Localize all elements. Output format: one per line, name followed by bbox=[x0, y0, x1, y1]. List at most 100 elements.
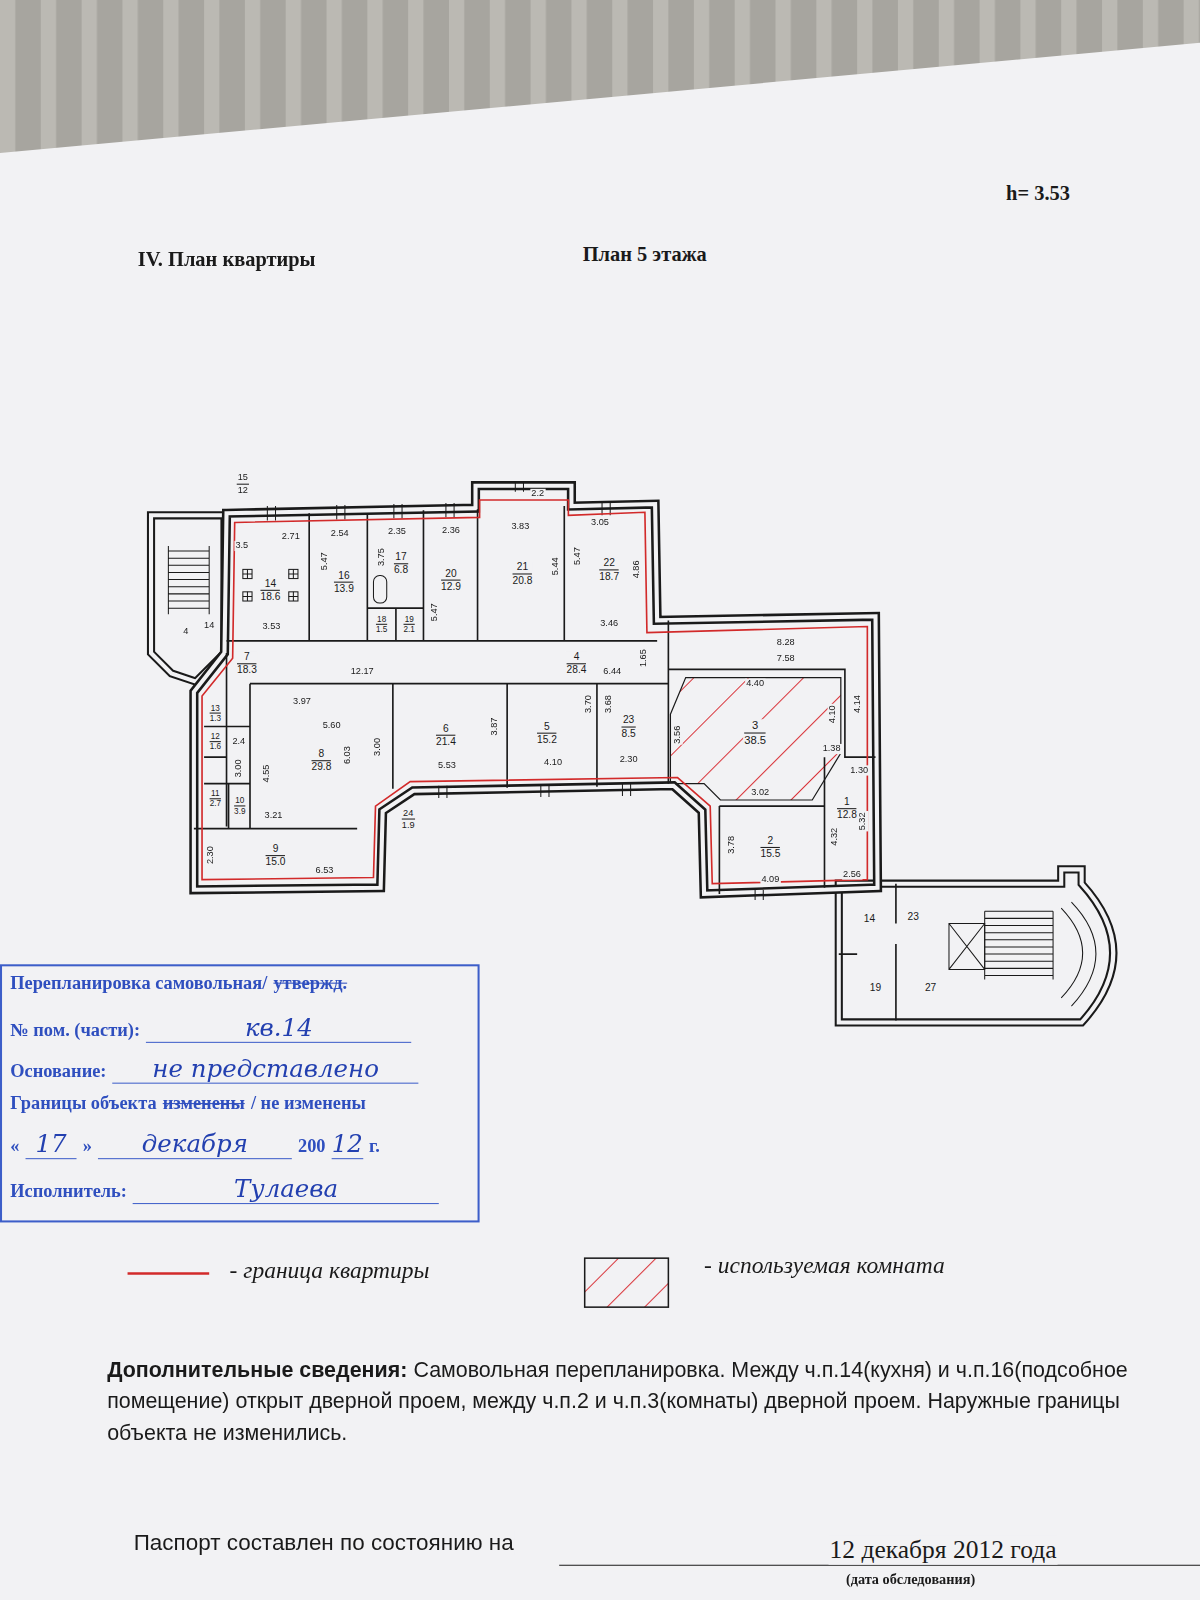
stamp-text: изменены bbox=[163, 1093, 245, 1114]
dimension-label: 5.44 bbox=[551, 556, 561, 576]
room-label: 1418.6 bbox=[259, 578, 281, 602]
bay-lines bbox=[1061, 902, 1096, 1006]
stair-number: 23 bbox=[907, 911, 920, 922]
marker-bar bbox=[237, 484, 249, 485]
dimension-label: 4.09 bbox=[760, 875, 780, 885]
room-number: 23 bbox=[621, 714, 635, 727]
dimension-label: 4.86 bbox=[632, 559, 642, 579]
stamp-text: Границы объекта bbox=[10, 1093, 156, 1114]
room-label: 176.8 bbox=[393, 551, 409, 575]
room-number: 17 bbox=[394, 551, 408, 564]
room-box: 829.8 bbox=[250, 686, 393, 827]
stamp-line: Перепланировка самовольная/утвержд. bbox=[10, 972, 353, 993]
survey-date: 12 декабря 2012 года bbox=[829, 1536, 1058, 1564]
room-number: 11 bbox=[210, 789, 221, 799]
stamp-text: № пом. (части): bbox=[10, 1019, 140, 1040]
dimension-label: 2.71 bbox=[281, 532, 301, 542]
dimension-label: 2.30 bbox=[619, 755, 639, 765]
partition-walls bbox=[194, 506, 876, 894]
room-area: 15.2 bbox=[537, 733, 557, 745]
room-number: 24 bbox=[402, 808, 415, 820]
room-number: 2 bbox=[760, 835, 780, 848]
handwritten-entry: 17 bbox=[26, 1130, 77, 1160]
room-number: 16 bbox=[334, 569, 354, 582]
room-label: 915.0 bbox=[265, 843, 287, 867]
legend-text: - граница квартиры bbox=[230, 1257, 430, 1283]
room-label: 241.9 bbox=[401, 808, 416, 830]
stair-number: 14 bbox=[863, 913, 876, 924]
room-area: 3.9 bbox=[234, 807, 245, 816]
room-number: 8 bbox=[311, 748, 331, 761]
room-box: 428.4 bbox=[505, 641, 654, 684]
stamp-text: Исполнитель: bbox=[10, 1181, 127, 1202]
legend-text: - используемая комната bbox=[704, 1253, 945, 1279]
handwritten-entry: Тулаева bbox=[133, 1174, 439, 1204]
room-area: 2.1 bbox=[404, 625, 415, 634]
room-box: 181.5 bbox=[367, 608, 396, 641]
room-label: 112.8 bbox=[836, 796, 858, 820]
room-label: 2012.9 bbox=[440, 567, 462, 591]
stair-number: 14 bbox=[203, 620, 215, 630]
dimension-label: 3.46 bbox=[599, 618, 619, 628]
dimension-label: 3.00 bbox=[234, 758, 244, 778]
room-number: 6 bbox=[436, 722, 456, 735]
room-number: 14 bbox=[260, 578, 280, 591]
room-number: 1 bbox=[837, 796, 857, 809]
dimension-label: 6.03 bbox=[343, 745, 353, 765]
stair-treads bbox=[168, 546, 209, 614]
paper-sheet bbox=[0, 43, 1200, 1600]
dimension-label: 5.60 bbox=[322, 720, 342, 730]
stair-wall bbox=[839, 869, 1113, 1022]
stamp-box: Перепланировка самовольная/утвержд. № пом… bbox=[0, 964, 480, 1222]
room-number: 7 bbox=[237, 651, 257, 664]
legend-entry: - используемая комната bbox=[704, 1253, 945, 1280]
room-number: 22 bbox=[599, 557, 619, 570]
stamp-text: утвержд. bbox=[273, 972, 347, 993]
marker-number: 15 bbox=[237, 473, 249, 483]
stair-wall bbox=[151, 515, 224, 681]
passport-note: Паспорт составлен по состоянию на bbox=[133, 1531, 515, 1556]
room-label: 2120.8 bbox=[511, 561, 533, 585]
room-label: 515.2 bbox=[536, 720, 558, 744]
room-area: 18.6 bbox=[260, 590, 280, 602]
room-number: 21 bbox=[513, 561, 533, 574]
dimension-label: 3.00 bbox=[373, 737, 383, 757]
room-number: 5 bbox=[537, 720, 557, 733]
floor-heading: План 5 этажа bbox=[582, 243, 708, 265]
dimension-label: 8.28 bbox=[776, 638, 796, 648]
dimension-label: 2.36 bbox=[441, 526, 461, 536]
dimension-label: 6.53 bbox=[315, 865, 335, 875]
used-room-hatch bbox=[670, 678, 840, 800]
notes-paragraph: Дополнительные сведения:Самовольная пере… bbox=[107, 1353, 1191, 1448]
dimension-label: 3.02 bbox=[750, 788, 770, 798]
dimension-label: 4.40 bbox=[745, 679, 765, 689]
stamp-text: г. bbox=[369, 1136, 380, 1157]
dimension-label: 4.32 bbox=[830, 827, 840, 847]
room-box: 121.6 bbox=[204, 729, 226, 756]
room-area: 20.8 bbox=[513, 574, 533, 586]
dimension-label: 3.56 bbox=[673, 725, 683, 745]
date-caption: (дата обследования) bbox=[845, 1571, 976, 1587]
room-box: 131.3 bbox=[204, 700, 226, 724]
room-area: 6.8 bbox=[394, 564, 408, 576]
room-box: 112.7 bbox=[204, 786, 226, 827]
room-number: 18 bbox=[376, 615, 387, 625]
stair-wall-inner bbox=[151, 515, 224, 681]
dimension-label: 2.56 bbox=[842, 869, 862, 879]
room-label: 1613.9 bbox=[333, 569, 355, 593]
room-label: 428.4 bbox=[566, 651, 588, 675]
stamp-text: 200 bbox=[298, 1136, 326, 1157]
room-number: 13 bbox=[210, 703, 221, 713]
room-area: 1.5 bbox=[376, 625, 387, 634]
left-stairwell bbox=[151, 515, 224, 681]
stamp-text: / не изменены bbox=[251, 1093, 366, 1114]
room-number: 9 bbox=[266, 843, 286, 856]
room-label: 131.3 bbox=[209, 703, 222, 723]
dimension-label: 3.05 bbox=[590, 517, 610, 527]
room-label: 829.8 bbox=[310, 748, 332, 772]
dimension-label: 3.70 bbox=[584, 694, 594, 714]
dimension-label: 4.14 bbox=[853, 694, 863, 714]
room-area: 18.3 bbox=[237, 664, 257, 676]
